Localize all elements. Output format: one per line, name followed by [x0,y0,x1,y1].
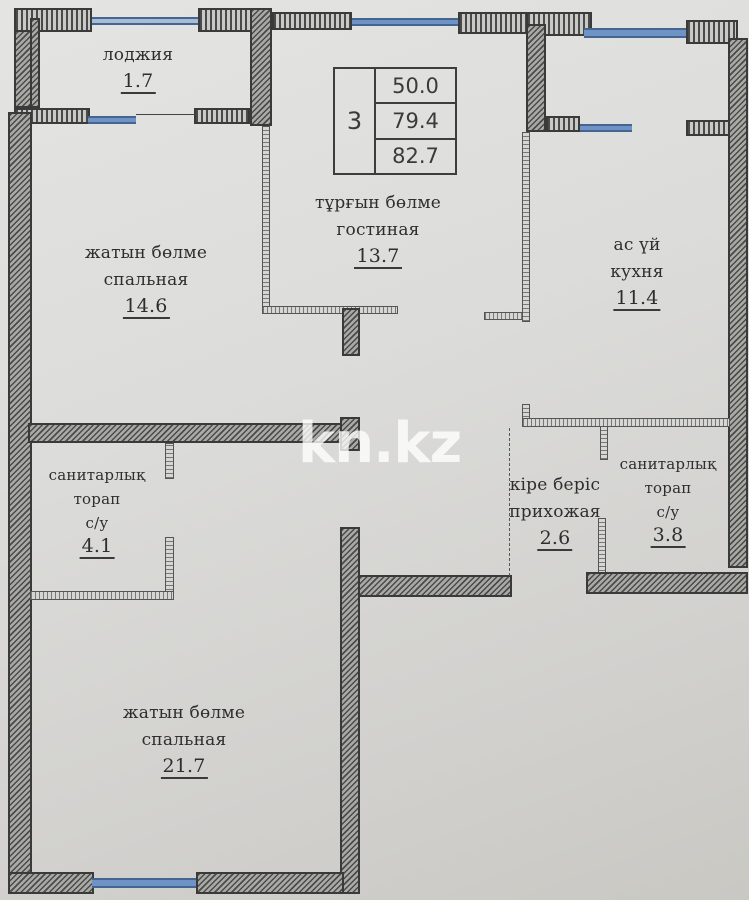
apartment-summary-table: 3 50.0 79.4 82.7 [333,67,457,175]
wall-loggia-inner-left [30,18,40,108]
room-area: 14.6 [122,295,170,319]
room-label-hallway: кіре беріс прихожая 2.6 [509,472,601,553]
wall-bedroom2-right [340,527,360,894]
room-name-kz: лоджия [102,45,174,65]
wall-bottom-left [8,872,94,894]
room-name-ru: спальная [103,270,189,290]
room-name-kz: тұрғын бөлме [314,193,442,213]
window-loggia-top [92,17,198,25]
room-label-bathroom1: санитарлық торап с/у 4.1 [49,463,146,559]
wall-loggia-bottom-left [14,108,90,124]
wall-bath2-bottom [586,572,748,594]
room-name-kz: санитарлық [619,455,717,473]
room-area: 3.8 [650,524,686,548]
window-bedroom1 [88,116,136,124]
room-label-bedroom1: жатын бөлме спальная 14.6 [85,240,207,321]
room-name-ru: с/у [656,503,680,521]
room-area: 2.6 [537,527,573,551]
partition-bath1-upper [165,443,174,479]
room-name-ru: спальная [141,730,227,750]
partition-kitchen-bottom [522,418,730,427]
column-middle [340,417,360,451]
partition-bath2-upper [600,426,608,460]
partition-bath1-lower [165,537,174,599]
wall-kitchen-left-upper [526,24,546,132]
wall-left-outer [8,112,32,894]
room-label-bedroom2: жатын бөлме спальная 21.7 [123,700,245,781]
partition-living-left [262,126,270,312]
living-area-value: 50.0 [376,69,455,105]
wall-living-top-left [272,12,352,30]
window-kitchen [580,124,632,132]
loggia-rail [136,114,196,115]
total-area-value: 79.4 [376,104,455,140]
room-area: 13.7 [354,245,402,269]
room-name-ru: гостиная [336,220,420,240]
window-living [352,18,458,26]
watermark-logo: kn.kz [298,411,462,476]
room-label-living: тұрғын бөлме гостиная 13.7 [315,190,441,271]
room-label-kitchen: ас үй кухня 11.4 [610,232,663,313]
partition-kitchen-left [522,132,530,322]
wall-loggia-top-left [14,8,92,32]
wall-hallway-bottom [358,575,512,597]
room-name-kz: ас үй [613,235,661,255]
column-living [342,308,360,356]
wall-living-top-right [458,12,538,34]
room-name-ru: кухня [610,262,664,282]
room-label-loggia: лоджия 1.7 [103,42,173,96]
wall-right-outer [728,38,748,568]
room-name-kz: кіре беріс [509,475,601,495]
wall-bottom-right [196,872,344,894]
wall-bedroom1-bottom [28,423,344,443]
wall-kitchen-inner-left [546,116,580,132]
partition-bath1-bottom [30,591,174,600]
rooms-count: 3 [335,69,376,173]
window-bedroom2 [92,878,198,888]
room-name-kz2: торап [73,490,121,508]
room-name-ru: с/у [85,514,109,532]
room-name-ru: прихожая [509,502,601,522]
wall-loggia-right [250,8,272,126]
room-name-kz: жатын бөлме [84,243,208,263]
wall-loggia-bottom-right [194,108,250,124]
hallway-door-line [509,428,510,576]
room-area: 11.4 [613,287,661,311]
room-area: 21.7 [160,755,208,779]
room-name-kz2: торап [644,479,692,497]
room-area: 1.7 [120,70,156,94]
room-name-kz: санитарлық [48,466,146,484]
room-label-bathroom2: санитарлық торап с/у 3.8 [620,452,717,548]
room-name-kz: жатын бөлме [122,703,246,723]
wall-kitchen-inner-right [686,120,730,136]
wall-kitchen-top-right [686,20,738,44]
room-area: 4.1 [79,535,115,559]
total-area-with-loggia-value: 82.7 [392,144,439,169]
window-kitchen-top [584,28,688,38]
partition-living-bottom-left [262,306,398,314]
